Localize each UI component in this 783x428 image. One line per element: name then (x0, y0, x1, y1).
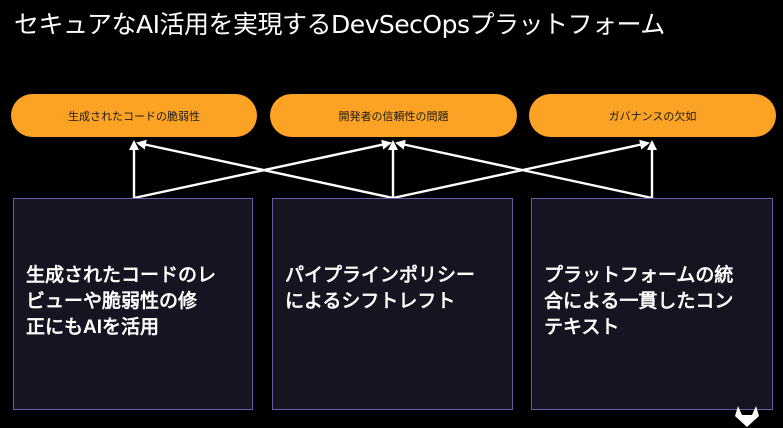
solution-text: 生成されたコードのレビューや脆弱性の修正にもAIを活用 (26, 265, 217, 338)
challenge-pill-governance: ガバナンスの欠如 (529, 94, 776, 137)
arrow-box2-to-pill1 (136, 139, 394, 200)
arrow-box2-to-pill3 (392, 139, 650, 200)
solution-text: プラットフォームの統合による一貫したコンテキスト (544, 265, 734, 338)
solution-text: パイプラインポリシーによるシフトレフト (285, 265, 476, 312)
challenge-pill-developer-trust: 開発者の信頼性の問題 (270, 94, 517, 137)
solution-box-platform-context: プラットフォームの統合による一貫したコンテキスト (531, 198, 773, 410)
gitlab-tanuki-icon (735, 406, 759, 427)
solution-box-ai-review: 生成されたコードのレビューや脆弱性の修正にもAIを活用 (13, 198, 253, 410)
solution-box-pipeline-policy: パイプラインポリシーによるシフトレフト (272, 198, 513, 410)
challenge-pill-code-vulnerability: 生成されたコードの脆弱性 (11, 94, 257, 137)
arrow-box3-to-pill2 (395, 139, 653, 200)
slide-title: セキュアなAI活用を実現するDevSecOpsプラットフォーム (14, 10, 665, 39)
arrow-box1-to-pill2 (133, 139, 392, 200)
